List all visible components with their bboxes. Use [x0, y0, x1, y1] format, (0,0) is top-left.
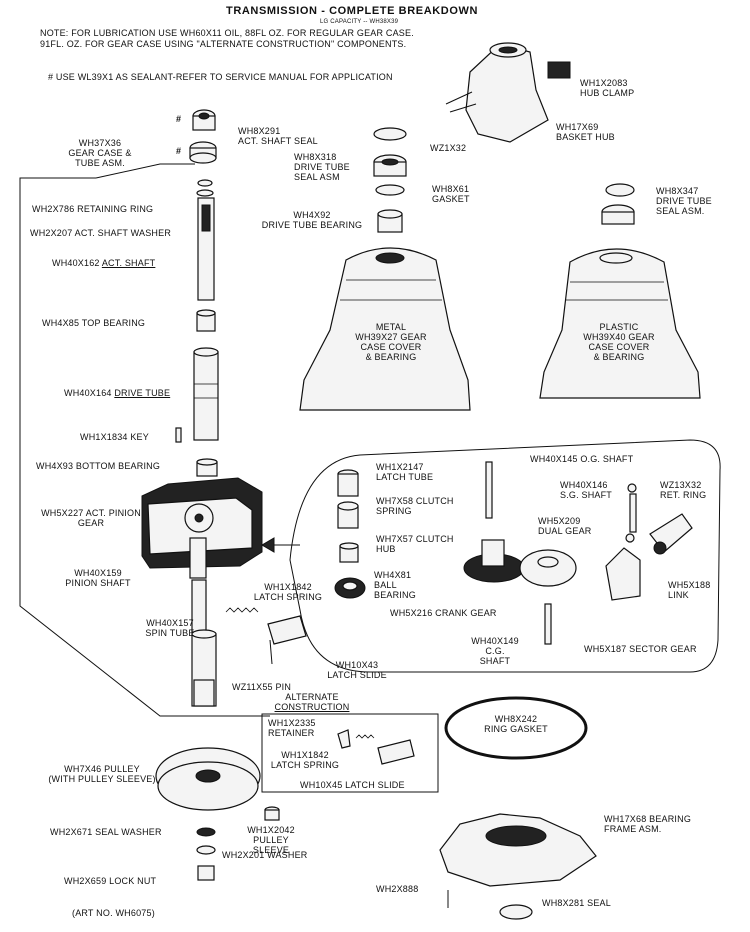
- label-sector-gear: WH5X187 SECTOR GEAR: [584, 644, 697, 654]
- label-latch-slide-alt: WH10X45 LATCH SLIDE: [300, 780, 405, 790]
- label-top-bearing: WH4X85 TOP BEARING: [42, 318, 146, 328]
- label-bottom-bearing: WH4X93 BOTTOM BEARING: [36, 461, 161, 471]
- label-lock-nut: WH2X659 LOCK NUT: [64, 876, 157, 886]
- basket-hub: [465, 43, 549, 143]
- label-pulley: WH7X46 PULLEY(WITH PULLEY SLEEVE): [48, 764, 156, 784]
- ring-gasket: [444, 696, 588, 760]
- lubrication-note-line-2: 91FL. OZ. FOR GEAR CASE USING "ALTERNATE…: [40, 39, 407, 49]
- sealant-hash-2: #: [176, 146, 182, 156]
- metal-gear-case-cover: [299, 247, 471, 411]
- label-key: WH1X1834 KEY: [80, 432, 149, 442]
- alternate-construction-box: [261, 713, 439, 793]
- plastic-gear-case-cover: [539, 248, 701, 399]
- label-seal-281: WH8X281 SEAL: [542, 898, 611, 908]
- label-act-shaft-washer: WH2X207 ACT. SHAFT WASHER: [30, 228, 172, 238]
- sealant-hash-1: #: [176, 114, 182, 124]
- label-og-shaft: WH40X145 O.G. SHAFT: [530, 454, 634, 464]
- gear-group-outline: [289, 439, 721, 673]
- label-washer: WH2X201 WASHER: [222, 850, 308, 860]
- lubrication-note-line-1: NOTE: FOR LUBRICATION USE WH60X11 OIL, 8…: [40, 28, 414, 38]
- label-drive-tube: WH40X164 DRIVE TUBE: [64, 388, 171, 398]
- label-wz1x32: WZ1X32: [430, 143, 467, 153]
- label-wh2x888: WH2X888: [376, 884, 419, 894]
- label-crank-gear: WH5X216 CRANK GEAR: [390, 608, 497, 618]
- label-retaining-ring: WH2X786 RETAINING RING: [32, 204, 154, 214]
- label-art-number: (ART NO. WH6075): [72, 908, 155, 918]
- label-act-shaft: WH40X162 ACT. SHAFT: [52, 258, 156, 268]
- label-pin: WZ11X55 PIN: [232, 682, 292, 692]
- bearing-frame: [439, 813, 597, 887]
- page-title: TRANSMISSION - COMPLETE BREAKDOWN: [226, 5, 479, 17]
- gear-case-bracket-line: [19, 177, 270, 717]
- label-seal-washer: WH2X671 SEAL WASHER: [50, 827, 162, 837]
- capacity-subtitle: LG CAPACITY -- WH38X39: [320, 19, 399, 25]
- group-arrow-icon: [261, 537, 275, 553]
- sealant-note: # USE WL39X1 AS SEALANT-REFER TO SERVICE…: [48, 72, 393, 82]
